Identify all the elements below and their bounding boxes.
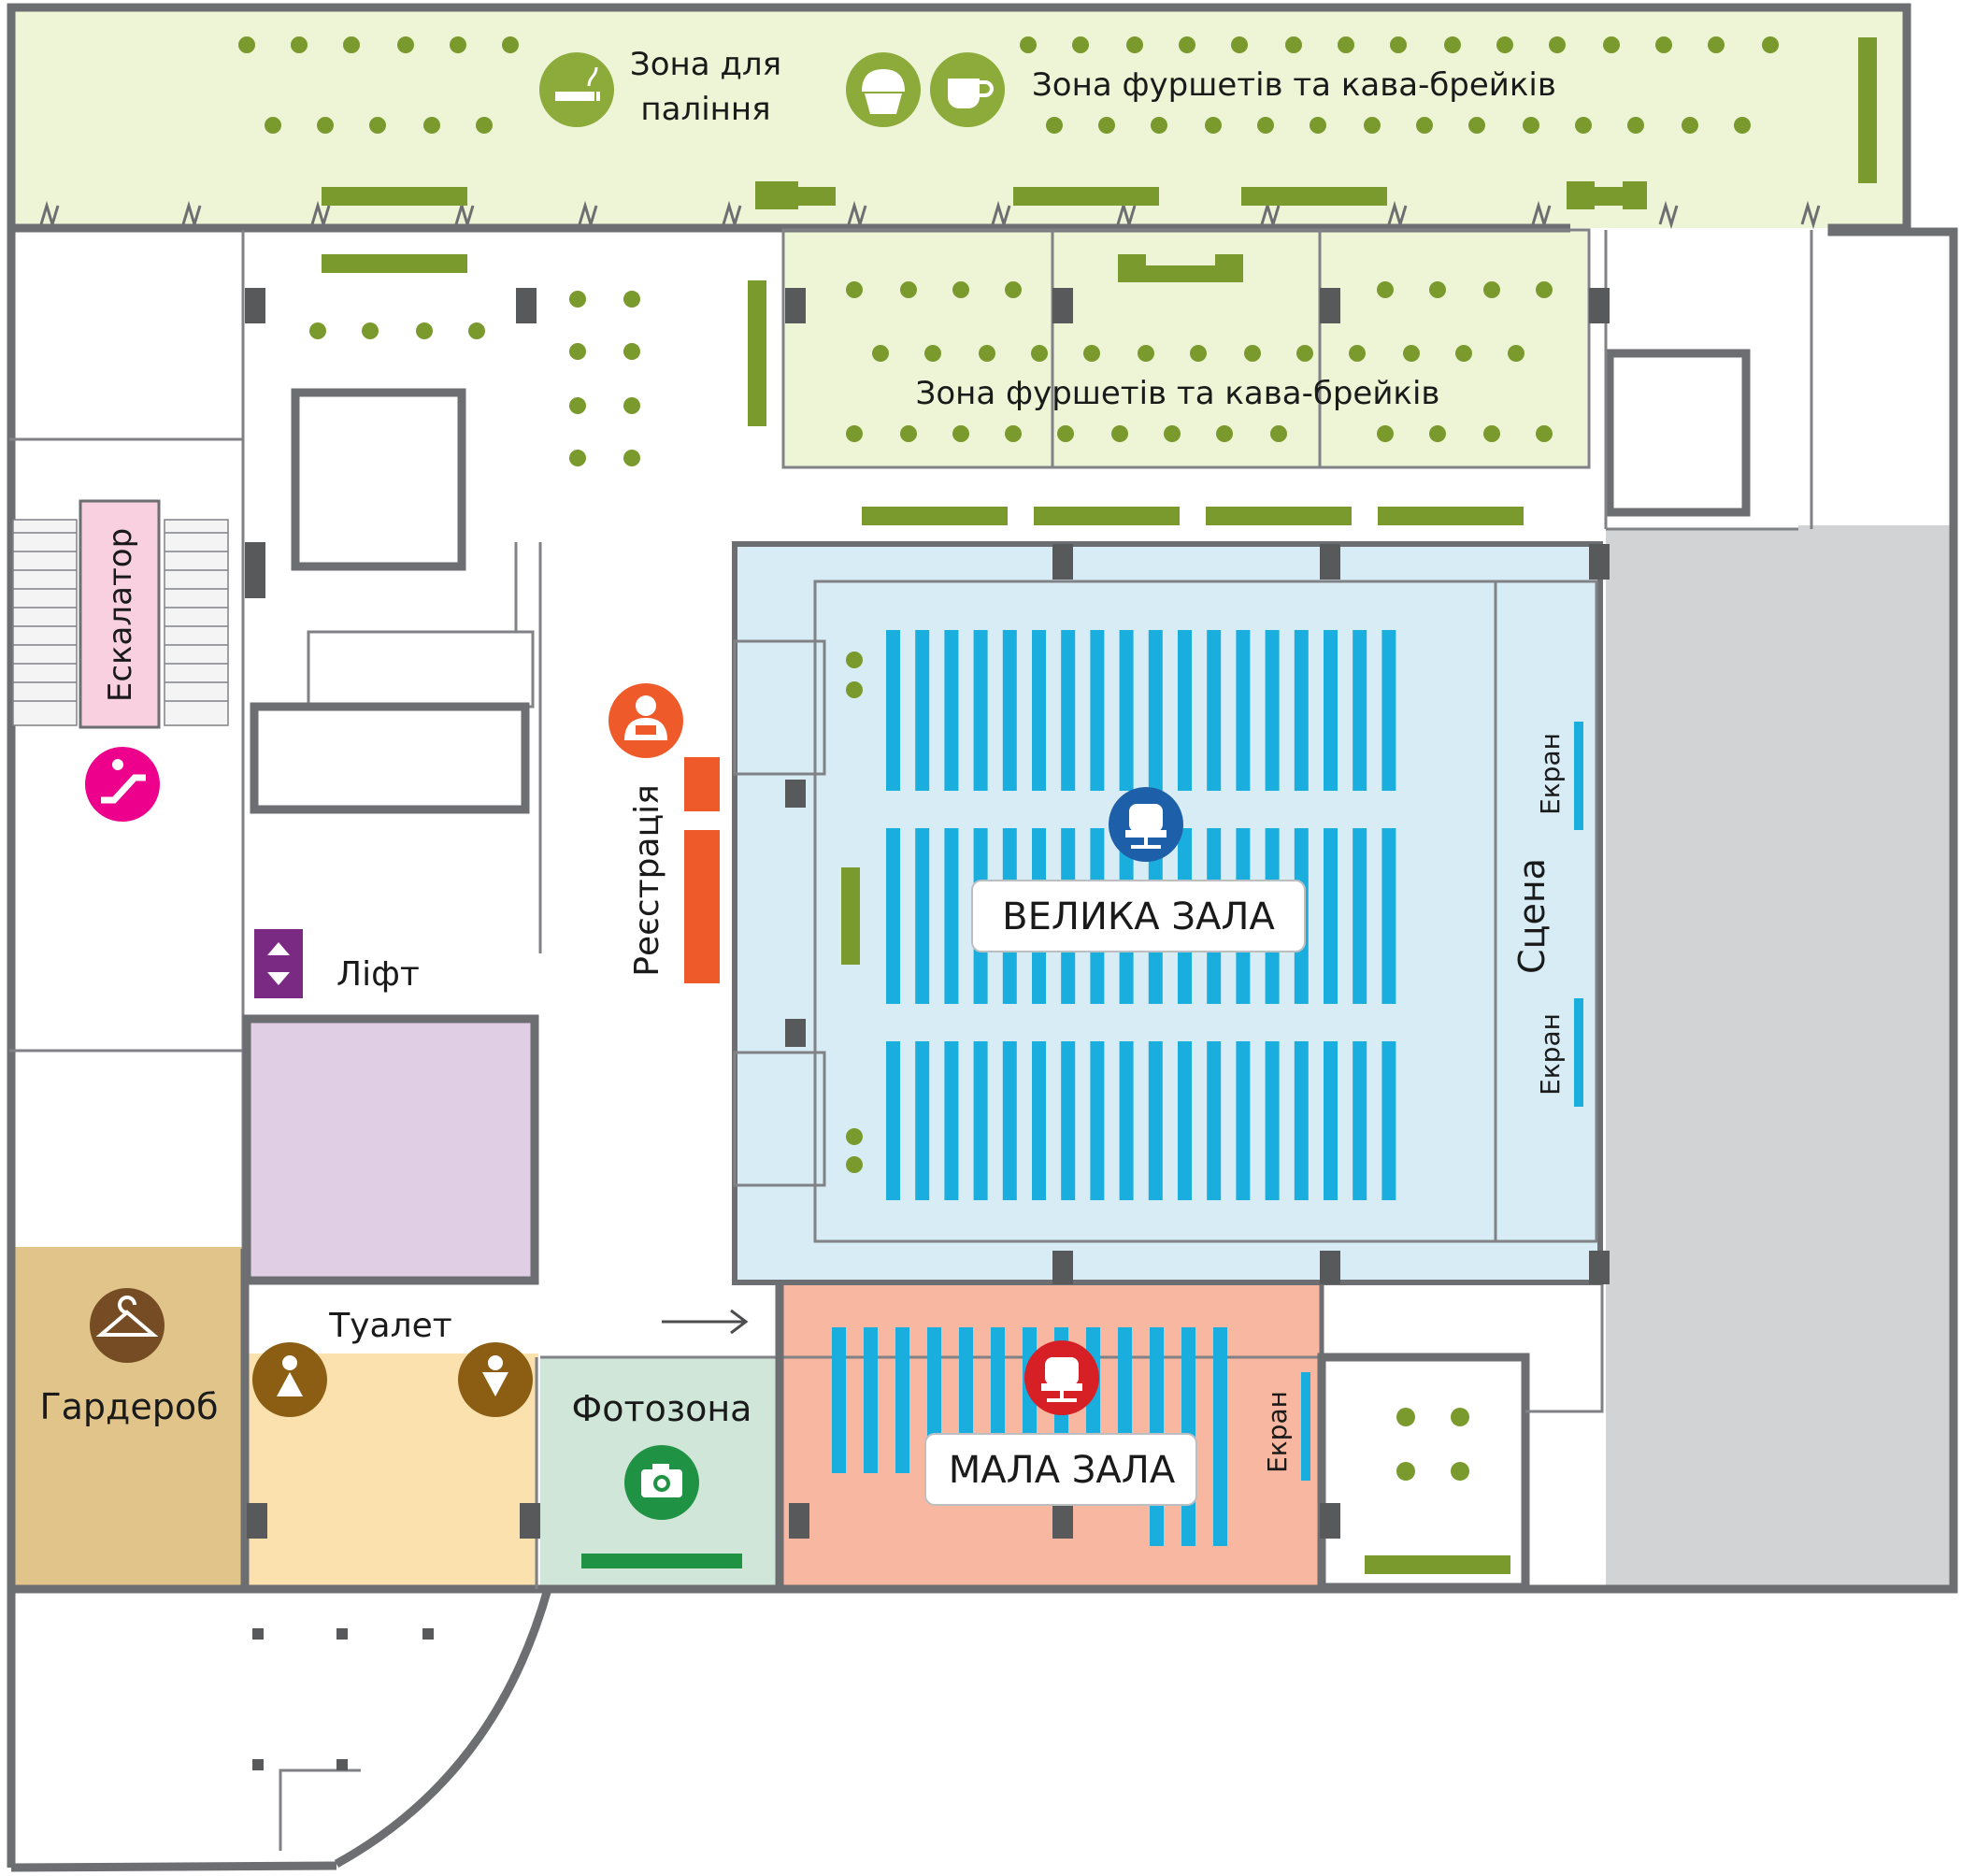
seat-row [1236,630,1251,791]
seat-row [886,1041,900,1200]
seat-row [973,1041,988,1200]
chair-icon [1109,787,1183,862]
cupcake-icon [846,52,921,127]
wardrobe-label: Гардероб [39,1386,218,1427]
toilet-label: Туалет [328,1307,451,1345]
seat-row [1061,630,1076,791]
seat-row [1119,630,1134,791]
seat-row [886,630,900,791]
seat-row [1381,828,1396,1004]
smoking-icon [539,52,614,127]
seat-row [1353,1041,1367,1200]
seat-row [1324,1041,1338,1200]
chair-icon [1024,1340,1099,1415]
seat-row [1324,630,1338,791]
seat-row [1032,1041,1046,1200]
smoking-zone-label: Зона для [630,46,781,83]
seat-row [944,828,959,1004]
seat-row [1294,630,1309,791]
seat-row [1213,1327,1227,1546]
big-hall-label-box [971,880,1306,952]
seat-row [1207,630,1222,791]
coffee-cup-icon [930,52,1005,127]
stage-area [1494,580,1598,1243]
buffet-counters [322,37,1877,1574]
lift-arrows-icon [254,929,303,998]
hanger-icon [90,1288,165,1363]
big-hall-label: ВЕЛИКА ЗАЛА [1002,895,1275,938]
lift-label: Ліфт [336,955,420,994]
screen-label: Екран [1535,733,1566,815]
registration-desk [684,757,720,811]
seat-row [1148,630,1163,791]
lift-area [245,1015,535,1282]
pillars [245,288,1610,1770]
screen-label: Екран [1535,1013,1566,1096]
seat-row [1061,1041,1076,1200]
registration-person-icon [608,683,683,758]
small-hall-frame [779,1280,1324,1590]
screen-bar [1574,722,1583,830]
seat-row [1032,630,1046,791]
seat-row [1294,1041,1309,1200]
seat-row [1381,630,1396,791]
grey-block-upper [1798,525,1954,637]
seat-row [1090,630,1105,791]
grey-block [1606,529,1954,1585]
escalator-label: Ескалатор [102,528,139,702]
seat-row [1236,1041,1251,1200]
small-hall-label: МАЛА ЗАЛА [949,1449,1176,1492]
seat-row [944,630,959,791]
seat-row [864,1327,878,1473]
seat-row [1207,1041,1222,1200]
women-toilet-icon [458,1342,533,1417]
seat-row [886,828,900,1004]
screen-bar [1574,998,1583,1107]
seat-row [1265,1041,1280,1200]
seat-row [1090,1041,1105,1200]
screen-label: Екран [1262,1391,1293,1473]
seat-row [895,1327,909,1473]
seat-row [1381,1041,1396,1200]
seat-row [1324,828,1338,1004]
seat-row [973,630,988,791]
seat-row [1353,828,1367,1004]
buffet-zone-label: Зона фуршетів та кава-брейків [916,375,1440,412]
buffet-tables [238,36,1779,1481]
seat-row [1002,1041,1017,1200]
seat-row [1265,630,1280,791]
seat-row [1002,630,1017,791]
photozone-label: Фотозона [572,1388,752,1429]
stage-label: Сцена [1511,858,1553,974]
seat-row [915,1041,930,1200]
escalator-steps [12,519,229,726]
buffet-middle-frame [781,228,1591,469]
seat-row [1178,1041,1192,1200]
seat-row [1148,1041,1163,1200]
seat-row [944,1041,959,1200]
escalator-icon [85,747,160,822]
escalator-area [79,499,161,729]
camera-icon [624,1445,699,1520]
screen-bar [1301,1372,1310,1481]
seat-row [1119,1041,1134,1200]
registration-label: Реєстрація [628,784,666,976]
seat-row [1353,630,1367,791]
men-toilet-icon [252,1342,327,1417]
direction-arrow [662,1309,749,1335]
small-hall-label-box [924,1433,1197,1506]
window-markers [39,200,1821,230]
buffet-zone-label: Зона фуршетів та кава-брейків [1032,66,1556,104]
seat-row [1178,630,1192,791]
seat-row [915,828,930,1004]
seat-row [915,630,930,791]
seat-row [832,1327,846,1473]
smoking-zone-label: паління [640,91,770,128]
big-hall-seats [886,630,1396,1200]
registration-desk [684,830,720,983]
